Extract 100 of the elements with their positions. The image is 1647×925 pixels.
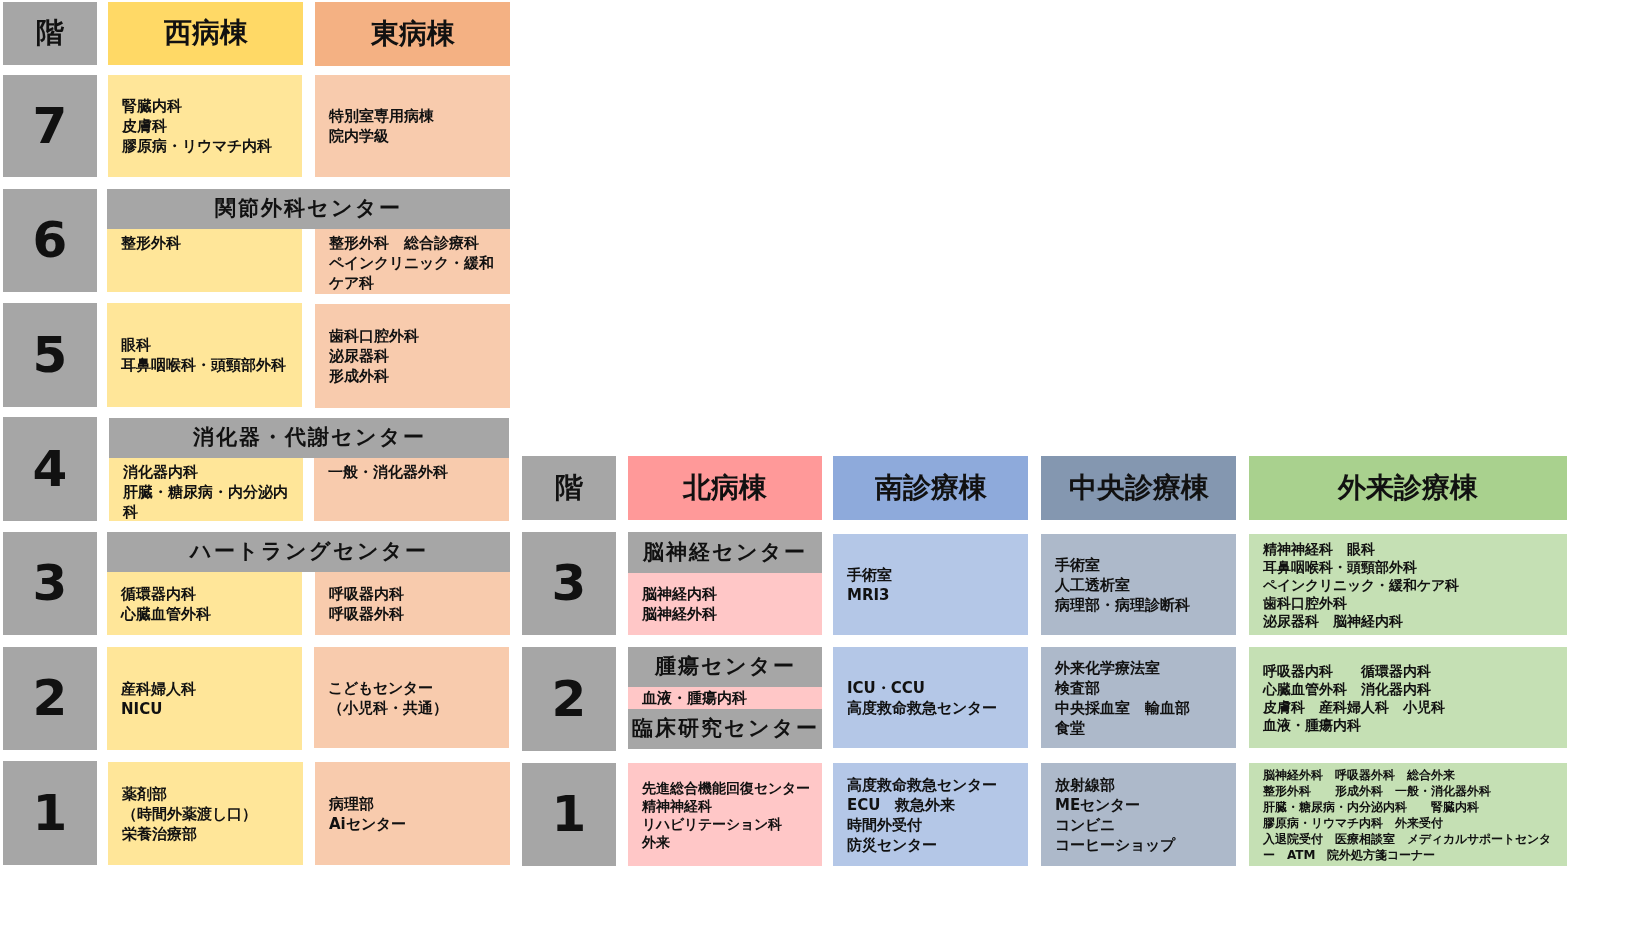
department-text: 消化器内科 (123, 462, 199, 482)
building-name: 階 (555, 472, 583, 504)
department-text: 整形外科 形成外科 一般・消化器外科 (1263, 782, 1492, 799)
department-text: コンビニ (1055, 814, 1116, 835)
department-text: NICU (121, 698, 164, 719)
department-cell (1041, 647, 1236, 748)
department-cell (628, 763, 822, 866)
department-text: 整形外科 (121, 233, 182, 253)
department-text: 先進総合機能回復センター (642, 778, 811, 797)
floor-number: 2 (32, 671, 68, 726)
floor-cell (3, 417, 97, 521)
center-banner (628, 532, 822, 573)
department-text: 手術室 (847, 564, 893, 585)
department-text: 膠原病・リウマチ内科 外来受付 (1263, 814, 1444, 831)
department-text: 防災センター (847, 834, 938, 855)
floor-number: 3 (551, 556, 587, 611)
department-cell (108, 762, 303, 865)
floor-number: 1 (32, 785, 68, 841)
department-text: 血液・腫瘍内科 (1263, 715, 1362, 734)
department-text: リハビリテーション科 (642, 814, 783, 833)
department-text: （時間外薬渡し口） (122, 803, 258, 824)
department-text: 食堂 (1055, 717, 1086, 738)
department-cell (1249, 534, 1567, 635)
department-cell (1249, 647, 1567, 748)
department-text: 院内学級 (329, 126, 390, 146)
department-cell (1041, 763, 1236, 866)
department-cell (1249, 763, 1567, 866)
building-header-cell (1041, 456, 1236, 520)
department-cell (107, 572, 302, 635)
department-text: 外来 (642, 832, 671, 851)
department-text: 放射線部 (1055, 774, 1116, 795)
department-text: 入退院受付 医療相談室 メディカルサポートセンター ATM 院外処方箋コーナー (1263, 830, 1552, 863)
floor-number: 5 (32, 327, 68, 383)
department-text: 心臓血管外科 消化器内科 (1263, 679, 1432, 698)
floor-cell (522, 532, 616, 635)
department-cell (1041, 534, 1236, 635)
department-text: 特別室専用病棟 (329, 106, 435, 126)
floor-number: 3 (32, 556, 68, 611)
department-cell (315, 75, 510, 177)
center-banner (107, 532, 510, 572)
department-text: 呼吸器内科 循環器内科 (1263, 661, 1432, 680)
building-header-cell (833, 456, 1028, 520)
department-text: 形成外科 (329, 366, 390, 386)
department-text: MRI3 (847, 584, 891, 605)
department-text: 整形外科 総合診療科 (329, 233, 480, 253)
floor-cell (3, 761, 97, 865)
department-text: 栄養治療部 (122, 823, 198, 844)
department-cell (107, 647, 302, 750)
floor-number: 7 (32, 98, 68, 154)
department-cell (628, 573, 822, 635)
department-text: 歯科口腔外科 (329, 326, 420, 346)
department-text: 一般・消化器外科 (328, 462, 449, 482)
department-text: MEセンター (1055, 794, 1142, 815)
department-text: 皮膚科 (122, 116, 168, 136)
department-cell (315, 304, 510, 408)
building-name: 中央診療棟 (1068, 472, 1209, 504)
department-cell (315, 229, 510, 294)
floor-cell (3, 189, 97, 292)
department-text: 膠原病・リウマチ内科 (122, 136, 273, 156)
department-text: 呼吸器内科 (329, 583, 405, 604)
department-cell (314, 458, 509, 521)
department-cell (109, 458, 303, 521)
department-text: 薬剤部 (122, 783, 168, 804)
department-text: 心臓血管外科 (121, 603, 212, 624)
building-name: 南診療棟 (874, 472, 987, 504)
floor-cell (3, 532, 97, 635)
department-text: コーヒーショップ (1055, 834, 1177, 855)
building-header-cell (628, 456, 822, 520)
department-text: 肝臓・糖尿病・内分泌内科 (123, 482, 289, 522)
building-header-cell (1249, 456, 1567, 520)
department-text: 耳鼻咽喉科・頭頸部外科 (1263, 557, 1418, 576)
building-name: 東病棟 (370, 18, 455, 50)
department-text: 脳神経外科 (642, 604, 718, 624)
department-cell (315, 572, 510, 635)
department-text: 歯科口腔外科 (1263, 593, 1348, 612)
department-text: こどもセンター (328, 677, 434, 698)
department-cell (628, 687, 822, 709)
department-text: 脳神経内科 (642, 584, 718, 604)
department-text: 循環器内科 (121, 583, 197, 604)
department-cell (107, 303, 302, 407)
building-header-cell (3, 2, 97, 65)
department-text: 脳神経外科 呼吸器外科 総合外来 (1263, 766, 1456, 783)
department-text: 耳鼻咽喉科・頭頸部外科 (121, 355, 287, 375)
building-header-cell (108, 2, 303, 65)
department-text: 泌尿器科 (329, 346, 390, 366)
department-cell (833, 534, 1028, 635)
department-text: 呼吸器外科 (329, 603, 405, 624)
department-text: 病理部・病理診断科 (1055, 594, 1191, 615)
building-name: 北病棟 (683, 472, 767, 504)
center-banner (109, 418, 509, 458)
department-text: 人工透析室 (1055, 574, 1131, 595)
department-text: 検査部 (1055, 677, 1101, 698)
building-header-cell (315, 2, 510, 66)
center-name: ハートラングセンター (189, 540, 428, 564)
department-text: 時間外受付 (847, 814, 923, 835)
floor-cell (3, 75, 97, 177)
center-banner (628, 647, 822, 687)
department-cell (107, 229, 302, 292)
floor-cell (3, 303, 97, 407)
building-name: 階 (36, 18, 64, 49)
